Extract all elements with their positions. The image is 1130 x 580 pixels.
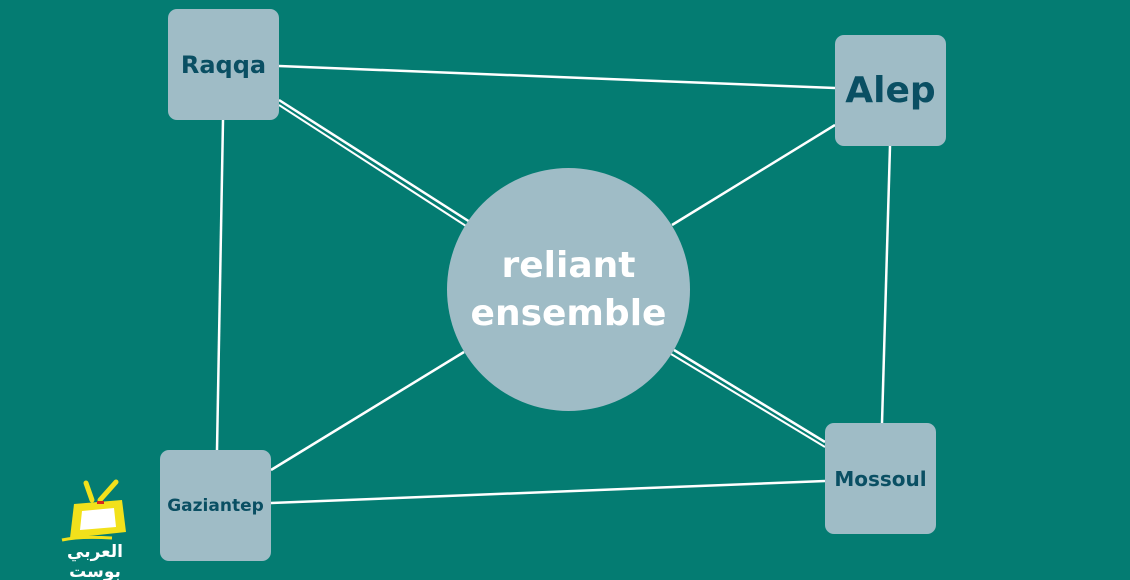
edge-raqqa-gaziantep	[215, 119, 225, 451]
node-gaziantep-label: Gaziantep	[167, 495, 264, 516]
node-mossoul-label: Mossoul	[834, 466, 927, 491]
center-hub: reliant ensemble	[447, 168, 690, 411]
edge-raqqa-center	[278, 98, 471, 224]
node-gaziantep: Gaziantep	[160, 450, 271, 561]
center-hub-line1: reliant	[501, 244, 636, 286]
tv-icon	[61, 479, 126, 542]
node-raqqa-label: Raqqa	[180, 50, 267, 79]
edge-raqqa-alep	[278, 64, 836, 90]
edge-raqqa-center-double	[278, 104, 467, 227]
channel-logo: العربي بوست	[40, 478, 150, 580]
edge-mossoul-center	[673, 348, 826, 444]
node-mossoul: Mossoul	[825, 423, 936, 534]
node-alep-label: Alep	[845, 70, 936, 111]
edge-alep-center	[671, 123, 836, 227]
center-hub-line2: ensemble	[470, 292, 667, 334]
edge-alep-mossoul	[880, 145, 892, 424]
node-alep: Alep	[835, 35, 946, 146]
edge-mossoul-center-double	[670, 353, 826, 448]
node-raqqa: Raqqa	[168, 9, 279, 120]
edge-gaziantep-center	[270, 350, 465, 472]
edge-gaziantep-mossoul	[270, 479, 826, 505]
logo-text: العربي بوست	[67, 542, 123, 580]
